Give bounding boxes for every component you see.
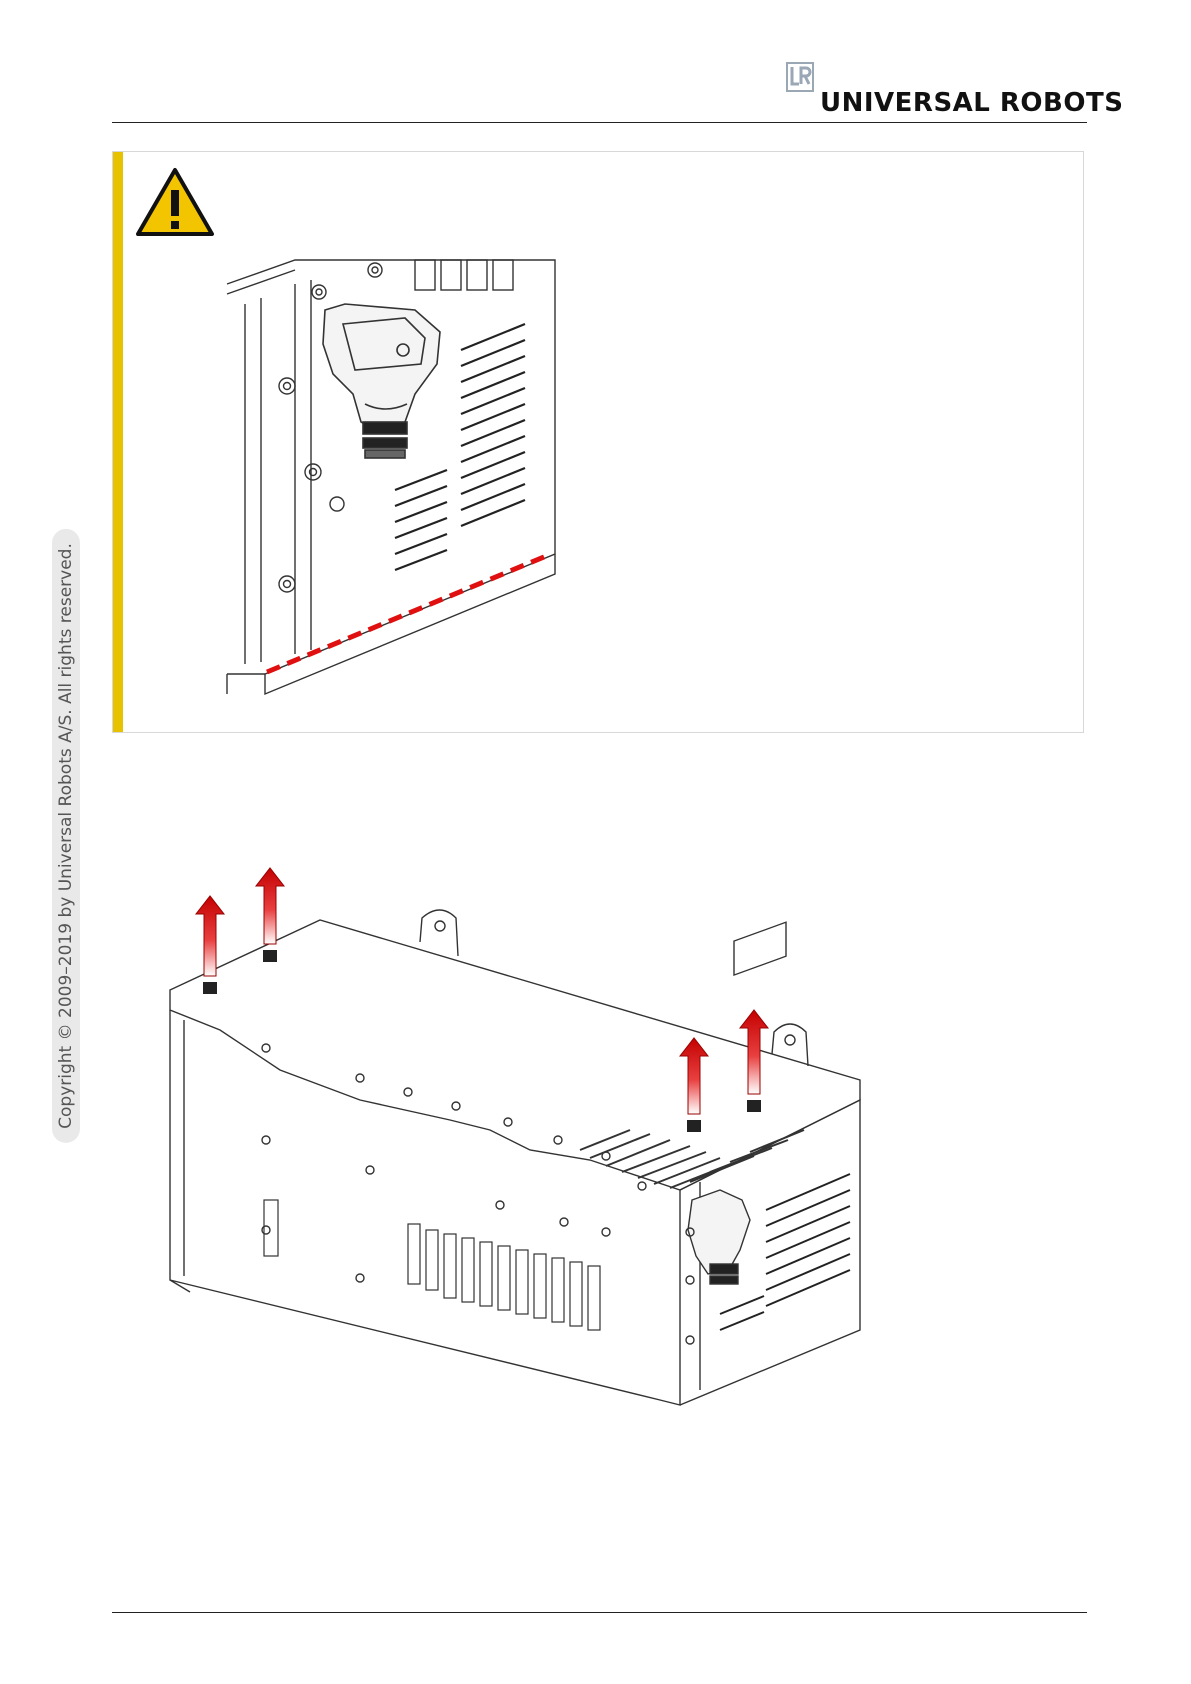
brand-name: UNIVERSAL ROBOTS bbox=[820, 88, 1123, 118]
warning-accent-bar bbox=[113, 152, 123, 732]
copyright-text: Copyright © 2009–2019 by Universal Robot… bbox=[52, 529, 80, 1143]
warning-box bbox=[112, 151, 1084, 733]
arrow-up-icon bbox=[196, 896, 224, 976]
mounting-tab-left bbox=[420, 910, 458, 956]
header-divider bbox=[112, 122, 1087, 123]
detail-connector bbox=[323, 304, 440, 458]
arrow-up-icon bbox=[256, 868, 284, 944]
control-box-detail-figure bbox=[225, 254, 565, 702]
universal-robots-logo: UNIVERSAL ROBOTS bbox=[786, 62, 1086, 118]
footer-divider bbox=[112, 1612, 1087, 1613]
detail-top-slots bbox=[415, 260, 513, 290]
control-box-main-figure bbox=[160, 860, 880, 1420]
ur-logo-mark-icon bbox=[786, 62, 814, 92]
terminal-blocks bbox=[264, 1200, 600, 1330]
detail-edge-dash-line bbox=[267, 554, 551, 672]
warning-triangle-icon bbox=[135, 166, 215, 238]
